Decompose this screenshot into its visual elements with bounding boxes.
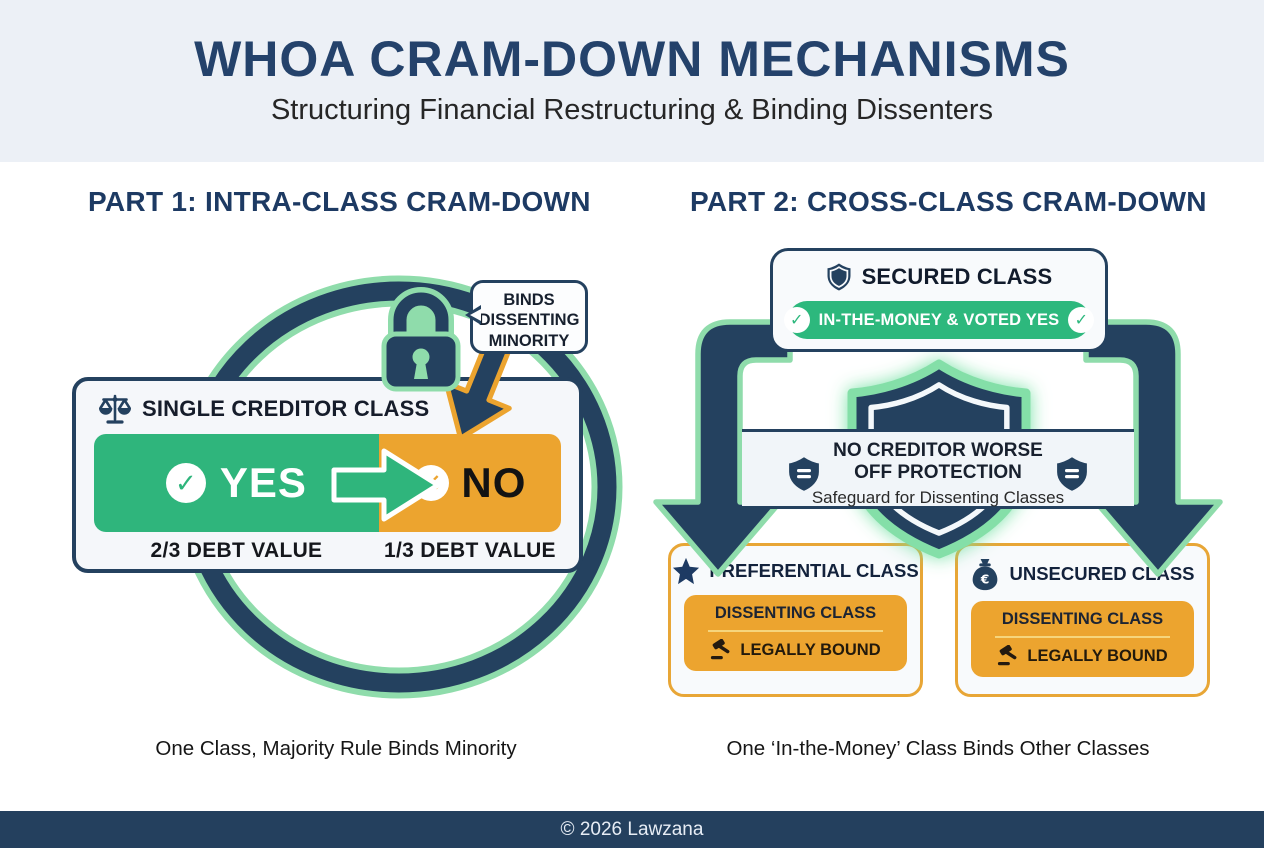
yes-label: YES [219, 459, 307, 506]
majority-flow-arrow [331, 448, 441, 522]
copyright-text: © 2026 Lawzana [560, 819, 704, 840]
in-the-money-status: IN-THE-MONEY & VOTED YES [818, 310, 1060, 329]
secured-box-header: SECURED CLASS [773, 262, 1105, 292]
left-cram-arrow [653, 319, 793, 577]
page-subtitle: Structuring Financial Restructuring & Bi… [270, 94, 994, 126]
footer-bar: © 2026 Lawzana [0, 811, 1264, 848]
guarantee-shield-icon [786, 454, 822, 494]
callout-line: BINDS [503, 291, 555, 309]
gavel-icon [998, 645, 1017, 666]
binds-minority-arrow [443, 338, 514, 441]
secured-class-title: SECURED CLASS [861, 264, 1053, 289]
unsecured-class-box: € UNSECURED CLASS DISSENTING CLASS LEGAL… [955, 543, 1210, 697]
panel-divider [995, 636, 1170, 638]
legally-bound-label: LEGALLY BOUND [740, 640, 881, 659]
legally-bound-row: LEGALLY BOUND [684, 639, 907, 661]
preferential-class-title: PREFERENTIAL CLASS [709, 560, 919, 581]
in-the-money-status-pill: ✓ IN-THE-MONEY & VOTED YES ✓ [783, 301, 1095, 339]
legally-bound-label: LEGALLY BOUND [1027, 646, 1168, 665]
yes-vote-cell: ✓ YES [94, 434, 379, 532]
creditor-box-header: SINGLE CREDITOR CLASS [98, 393, 579, 425]
no-creditor-worse-off-banner: NO CREDITOR WORSE OFF PROTECTION Safegua… [742, 429, 1134, 509]
creditor-box-title: SINGLE CREDITOR CLASS [142, 396, 430, 421]
check-icon: ✓ [165, 463, 206, 503]
debt-value-row: 2/3 DEBT VALUE 1/3 DEBT VALUE [94, 539, 561, 563]
money-bag-icon: € [973, 559, 998, 591]
callout-line: DISSENTING [478, 311, 580, 330]
no-debt-value: 1/3 DEBT VALUE [384, 539, 556, 562]
gavel-icon [711, 639, 730, 660]
callout-line: MINORITY [488, 331, 570, 350]
no-label: NO [461, 459, 527, 506]
lock-icon [381, 287, 461, 392]
unsecured-box-header: € UNSECURED CLASS [958, 557, 1207, 591]
unsecured-class-title: UNSECURED CLASS [1009, 563, 1195, 584]
protection-title-line2: OFF PROTECTION [854, 462, 1022, 484]
preferential-class-box: PREFERENTIAL CLASS DISSENTING CLASS LEGA… [668, 543, 923, 697]
unsecured-dissent-panel: DISSENTING CLASS LEGALLY BOUND [971, 601, 1194, 677]
scales-icon [99, 394, 131, 424]
part2-heading: PART 2: CROSS-CLASS CRAM-DOWN [690, 186, 1207, 217]
preferential-box-header: PREFERENTIAL CLASS [671, 557, 920, 585]
dissenting-class-label: DISSENTING CLASS [1001, 610, 1164, 628]
preferential-dissent-panel: DISSENTING CLASS LEGALLY BOUND [684, 595, 907, 671]
panel-divider [708, 630, 883, 632]
secured-class-box: SECURED CLASS ✓ IN-THE-MONEY & VOTED YES… [770, 248, 1108, 352]
shield-icon [827, 263, 851, 291]
right-cram-arrow [1083, 319, 1223, 577]
star-icon [673, 557, 700, 585]
protection-title-line1: NO CREDITOR WORSE [833, 440, 1043, 461]
header-band: WHOA CRAM-DOWN MECHANISMS Structuring Fi… [0, 0, 1264, 162]
guarantee-shield-icon [1054, 454, 1090, 494]
cram-down-arrows [653, 319, 1223, 577]
check-icon: ✓ [1068, 307, 1095, 333]
protection-subtitle: Safeguard for Dissenting Classes [811, 487, 1065, 507]
part2-caption: One ‘In-the-Money’ Class Binds Other Cla… [726, 737, 1150, 760]
part1-heading: PART 1: INTRA-CLASS CRAM-DOWN [88, 186, 591, 217]
legally-bound-row: LEGALLY BOUND [971, 645, 1194, 667]
part1-caption: One Class, Majority Rule Binds Minority [155, 737, 517, 760]
check-icon: ✓ [783, 307, 810, 333]
yes-debt-value: 2/3 DEBT VALUE [150, 539, 323, 562]
single-creditor-class-box: SINGLE CREDITOR CLASS ✓ YES ✕ NO 2/3 DEB… [72, 377, 583, 573]
page-title: WHOA CRAM-DOWN MECHANISMS [194, 31, 1070, 87]
dissenting-class-label: DISSENTING CLASS [714, 604, 877, 622]
euro-glyph: € [980, 573, 990, 587]
binds-minority-callout: BINDS DISSENTING MINORITY [465, 280, 588, 354]
